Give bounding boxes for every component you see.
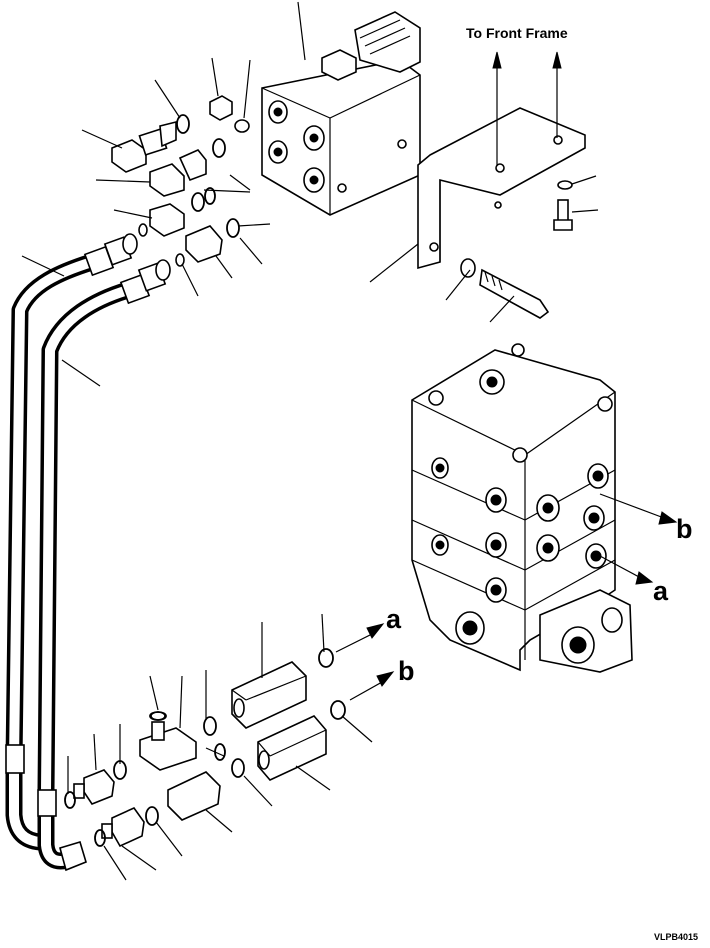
adapter-fitting-upper-4: [175, 225, 223, 267]
hose-end-fitting-1: [83, 233, 138, 277]
port-b-arrow-right: [599, 493, 678, 525]
port-a-arrow: [335, 623, 385, 653]
adapter-fitting-lower-3: [101, 806, 145, 848]
leader-lines: [21, 57, 599, 881]
adapter-fitting-lower-1: [73, 769, 115, 805]
o-ring: [176, 114, 190, 134]
adapter-fitting-upper-3: [138, 203, 185, 237]
port-a-arrow-right: [599, 555, 654, 585]
hose-end-fitting-2: [119, 259, 171, 305]
mounting-bracket: [417, 107, 586, 270]
solenoid-valve: [261, 11, 421, 216]
to-front-frame-arrows: [492, 51, 562, 166]
port-b-label: b: [398, 656, 415, 686]
valve-port-a-label: a: [653, 576, 669, 606]
valve-port-b-label: b: [676, 514, 693, 544]
adapter-fitting-upper-1: [111, 120, 177, 173]
hose-end-fitting-3: [5, 744, 87, 872]
o-ring: [203, 716, 217, 736]
o-ring: [94, 829, 106, 847]
o-ring: [64, 791, 76, 809]
o-ring: [330, 700, 346, 720]
hex-adapter-long-1: [231, 661, 307, 729]
port-a-label: a: [386, 604, 402, 634]
o-ring: [145, 806, 159, 826]
small-bolt: [553, 180, 573, 231]
hydraulic-hose-1: [5, 253, 101, 851]
o-ring: [231, 758, 245, 778]
control-valve: [411, 343, 633, 673]
to-front-frame-label: To Front Frame: [466, 25, 568, 41]
hex-adapter-long-2: [257, 715, 327, 781]
port-b-arrow: [349, 671, 395, 701]
nut-washer-set: [209, 95, 250, 133]
o-ring: [191, 192, 205, 212]
tee-fitting: [139, 711, 197, 771]
drawing-code: VLPB4015: [654, 932, 699, 942]
o-ring: [212, 138, 226, 158]
adapter-fitting-lower-2: [167, 771, 221, 821]
bracket-bolt: [460, 258, 550, 319]
o-ring: [318, 648, 334, 668]
hydraulic-hose-2: [37, 281, 137, 870]
o-ring: [214, 743, 226, 761]
adapter-fitting-upper-2: [149, 149, 207, 197]
o-ring: [226, 218, 240, 238]
o-ring: [204, 187, 216, 205]
o-ring: [149, 711, 167, 721]
